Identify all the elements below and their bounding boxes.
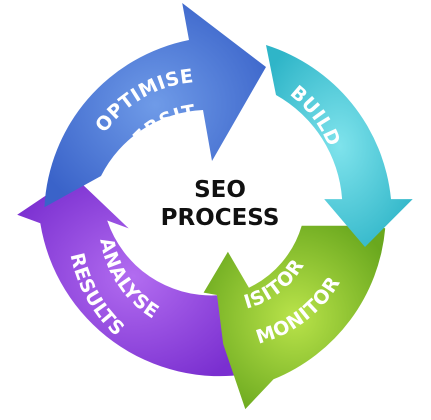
center-title-line1: SEO [194,177,246,203]
monitor-label-line2: VISITORS [0,0,309,314]
center-title-line2: PROCESS [161,205,280,231]
build-arrow-shape [266,45,413,247]
optimise-arrow-shape [44,3,267,208]
analyse-arrow-shape [17,176,250,377]
monitor-arrow-shape [203,225,386,410]
